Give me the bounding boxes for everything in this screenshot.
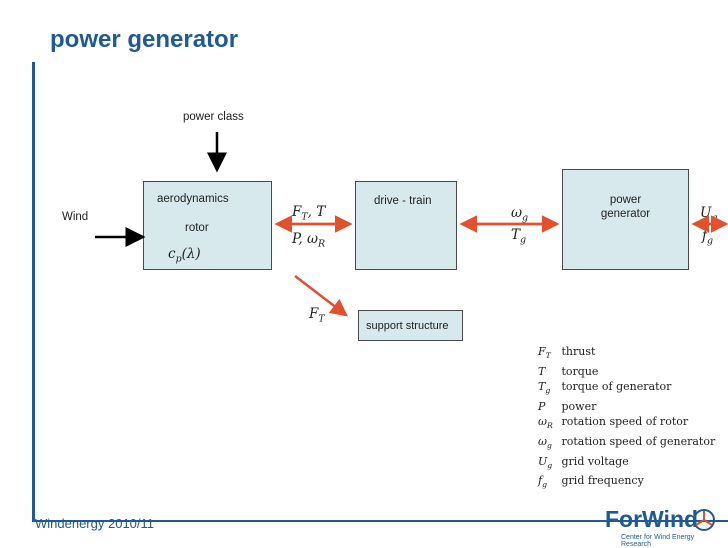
p-omega-r-label: P, ωR (292, 231, 326, 250)
forwind-logo: ForWind Center for Wind Energy Research (603, 504, 715, 548)
legend-row: Tg torque of generator (538, 379, 715, 399)
legend-row: FT thrust (538, 344, 715, 364)
legend-text: torque (558, 364, 599, 378)
omega-g-label: ωg (511, 205, 529, 224)
t-g-label: Tg (511, 227, 527, 246)
logo-emblem-icon (693, 509, 715, 531)
support-structure-label: support structure (366, 320, 449, 332)
ft-support-label: FT (309, 306, 325, 325)
legend-row: T torque (538, 364, 715, 380)
f-g-label: fg (702, 228, 714, 247)
drive-train-label: drive - train (374, 195, 432, 207)
power-class-label: power class (183, 111, 244, 123)
legend-symbol: ωg (538, 435, 552, 451)
legend-row: fg grid frequency (538, 473, 715, 493)
legend-symbol: Ug (538, 454, 553, 470)
legend-text: power (558, 399, 597, 413)
legend-text: thrust (558, 345, 596, 358)
legend-text: torque of generator (558, 380, 672, 394)
legend-symbol: ωR (538, 415, 553, 431)
thrust-to-support-arrow (294, 275, 348, 317)
power-generator-box: power generator (562, 169, 689, 270)
wind-label: Wind (62, 211, 89, 223)
footer-course-label: Windenergy 2010/11 (35, 516, 155, 531)
legend-row: ωR rotation speed of rotor (538, 414, 715, 434)
legend-symbol: fg (538, 474, 547, 490)
aero-box-title: aerodynamics (157, 193, 229, 205)
legend-row: Ug grid voltage (538, 454, 715, 474)
logo-wordmark: ForWind (605, 506, 699, 532)
ft-t-label: FT, T (292, 204, 326, 223)
legend-symbol: T (538, 364, 546, 378)
aerodynamics-rotor-box: aerodynamics rotor cp(λ) (143, 181, 272, 270)
cp-lambda-formula: cp(λ) (168, 246, 201, 265)
legend-text: rotation speed of generator (558, 435, 716, 449)
generator-label-line1: power (609, 194, 642, 206)
drive-train-box: drive - train (355, 181, 457, 270)
legend-text: rotation speed of rotor (558, 415, 689, 429)
slide-title: power generator (50, 26, 239, 53)
footer-divider (32, 520, 728, 522)
legend-symbol: FT (538, 345, 551, 361)
generator-label-line2: generator (600, 208, 651, 220)
legend-row: P power (538, 399, 715, 415)
legend-symbol: P (538, 399, 546, 413)
support-structure-box: support structure (358, 310, 463, 341)
legend-row: ωg rotation speed of generator (538, 434, 715, 454)
left-accent-bar (32, 62, 35, 522)
rotor-label: rotor (185, 222, 209, 234)
logo-subtitle: Center for Wind Energy Research (621, 534, 695, 548)
legend-text: grid voltage (558, 454, 629, 468)
legend-text: grid frequency (558, 474, 644, 488)
legend-symbol: Tg (538, 380, 551, 396)
